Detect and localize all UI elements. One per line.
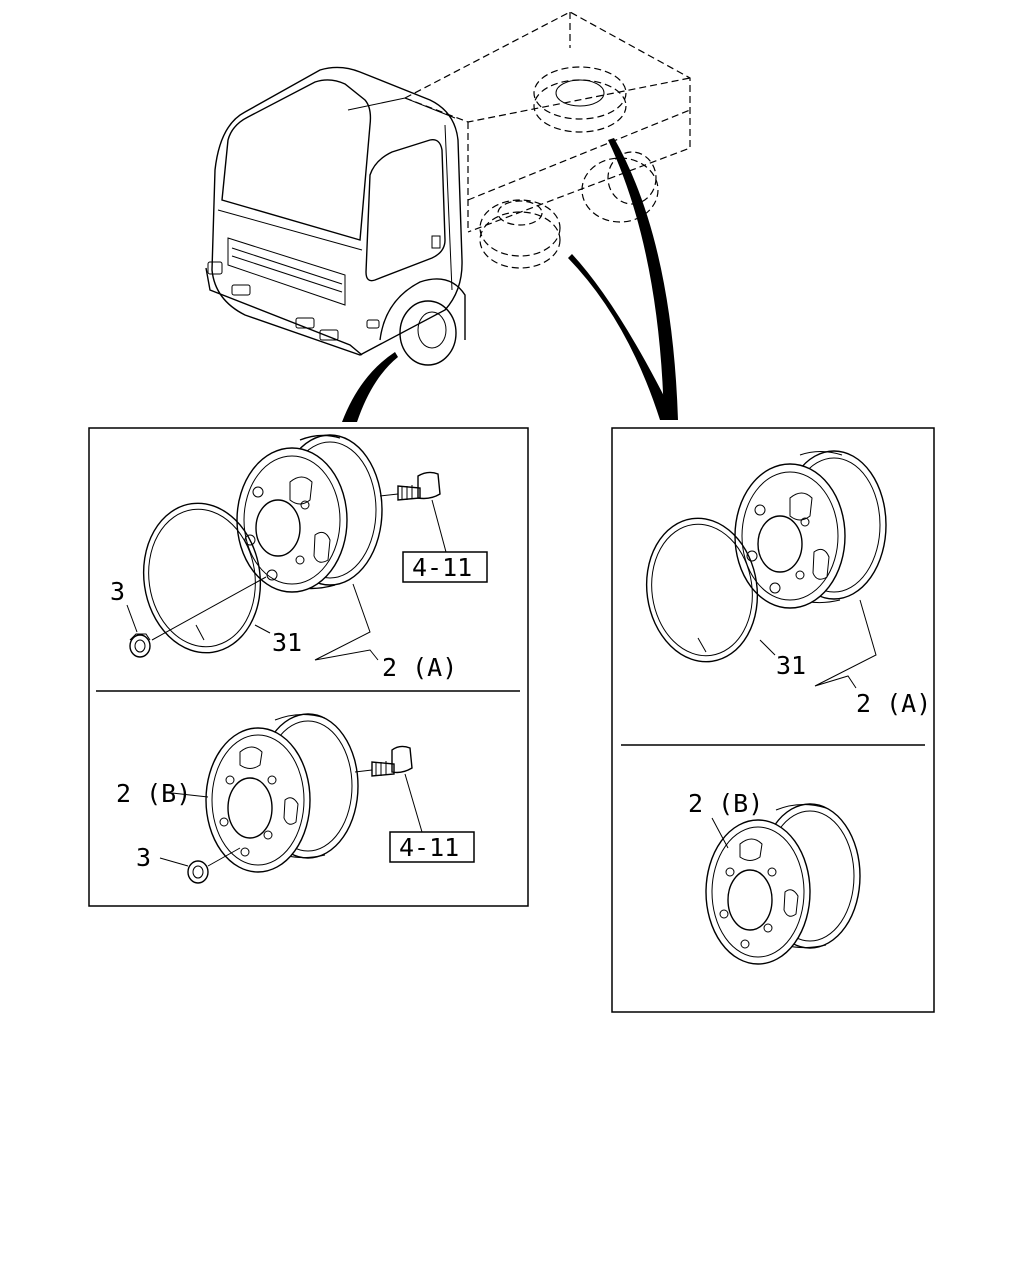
pointer-wedges — [342, 138, 678, 422]
left-upper-ref-label: 4-11 — [412, 553, 472, 582]
wheel-nut-lower — [187, 860, 209, 884]
right-upper-assembly — [645, 450, 887, 689]
right-upper-wheel-label: 2 (A) — [856, 689, 931, 718]
left-upper-ring-label: 31 — [272, 628, 302, 657]
left-upper-nut-label: 3 — [110, 577, 125, 606]
truck-illustration — [205, 11, 691, 422]
truck-cab — [205, 66, 466, 366]
wheel-nut — [129, 633, 151, 658]
ref-box-upper — [402, 551, 488, 583]
hub-bolt — [397, 471, 441, 501]
left-lower-wheel-label: 2 (B) — [116, 779, 191, 808]
left-lower-assembly — [159, 713, 423, 884]
right-lower-wheel-label: 2 (B) — [688, 789, 763, 818]
right-upper-ring-label: 31 — [776, 651, 806, 680]
hub-bolt-lower — [371, 745, 413, 777]
ref-box-lower — [389, 831, 475, 863]
left-panel — [88, 427, 529, 907]
callout-labels: 3 31 2 (A) 4-11 2 (B) 3 4-11 31 2 (A) 2 … — [110, 553, 931, 872]
left-lower-ref-label: 4-11 — [399, 833, 459, 862]
left-lower-nut-label: 3 — [136, 843, 151, 872]
left-upper-assembly — [126, 434, 447, 661]
right-panel — [611, 427, 935, 1013]
right-lower-assembly — [705, 803, 861, 965]
left-upper-wheel-label: 2 (A) — [382, 653, 457, 682]
